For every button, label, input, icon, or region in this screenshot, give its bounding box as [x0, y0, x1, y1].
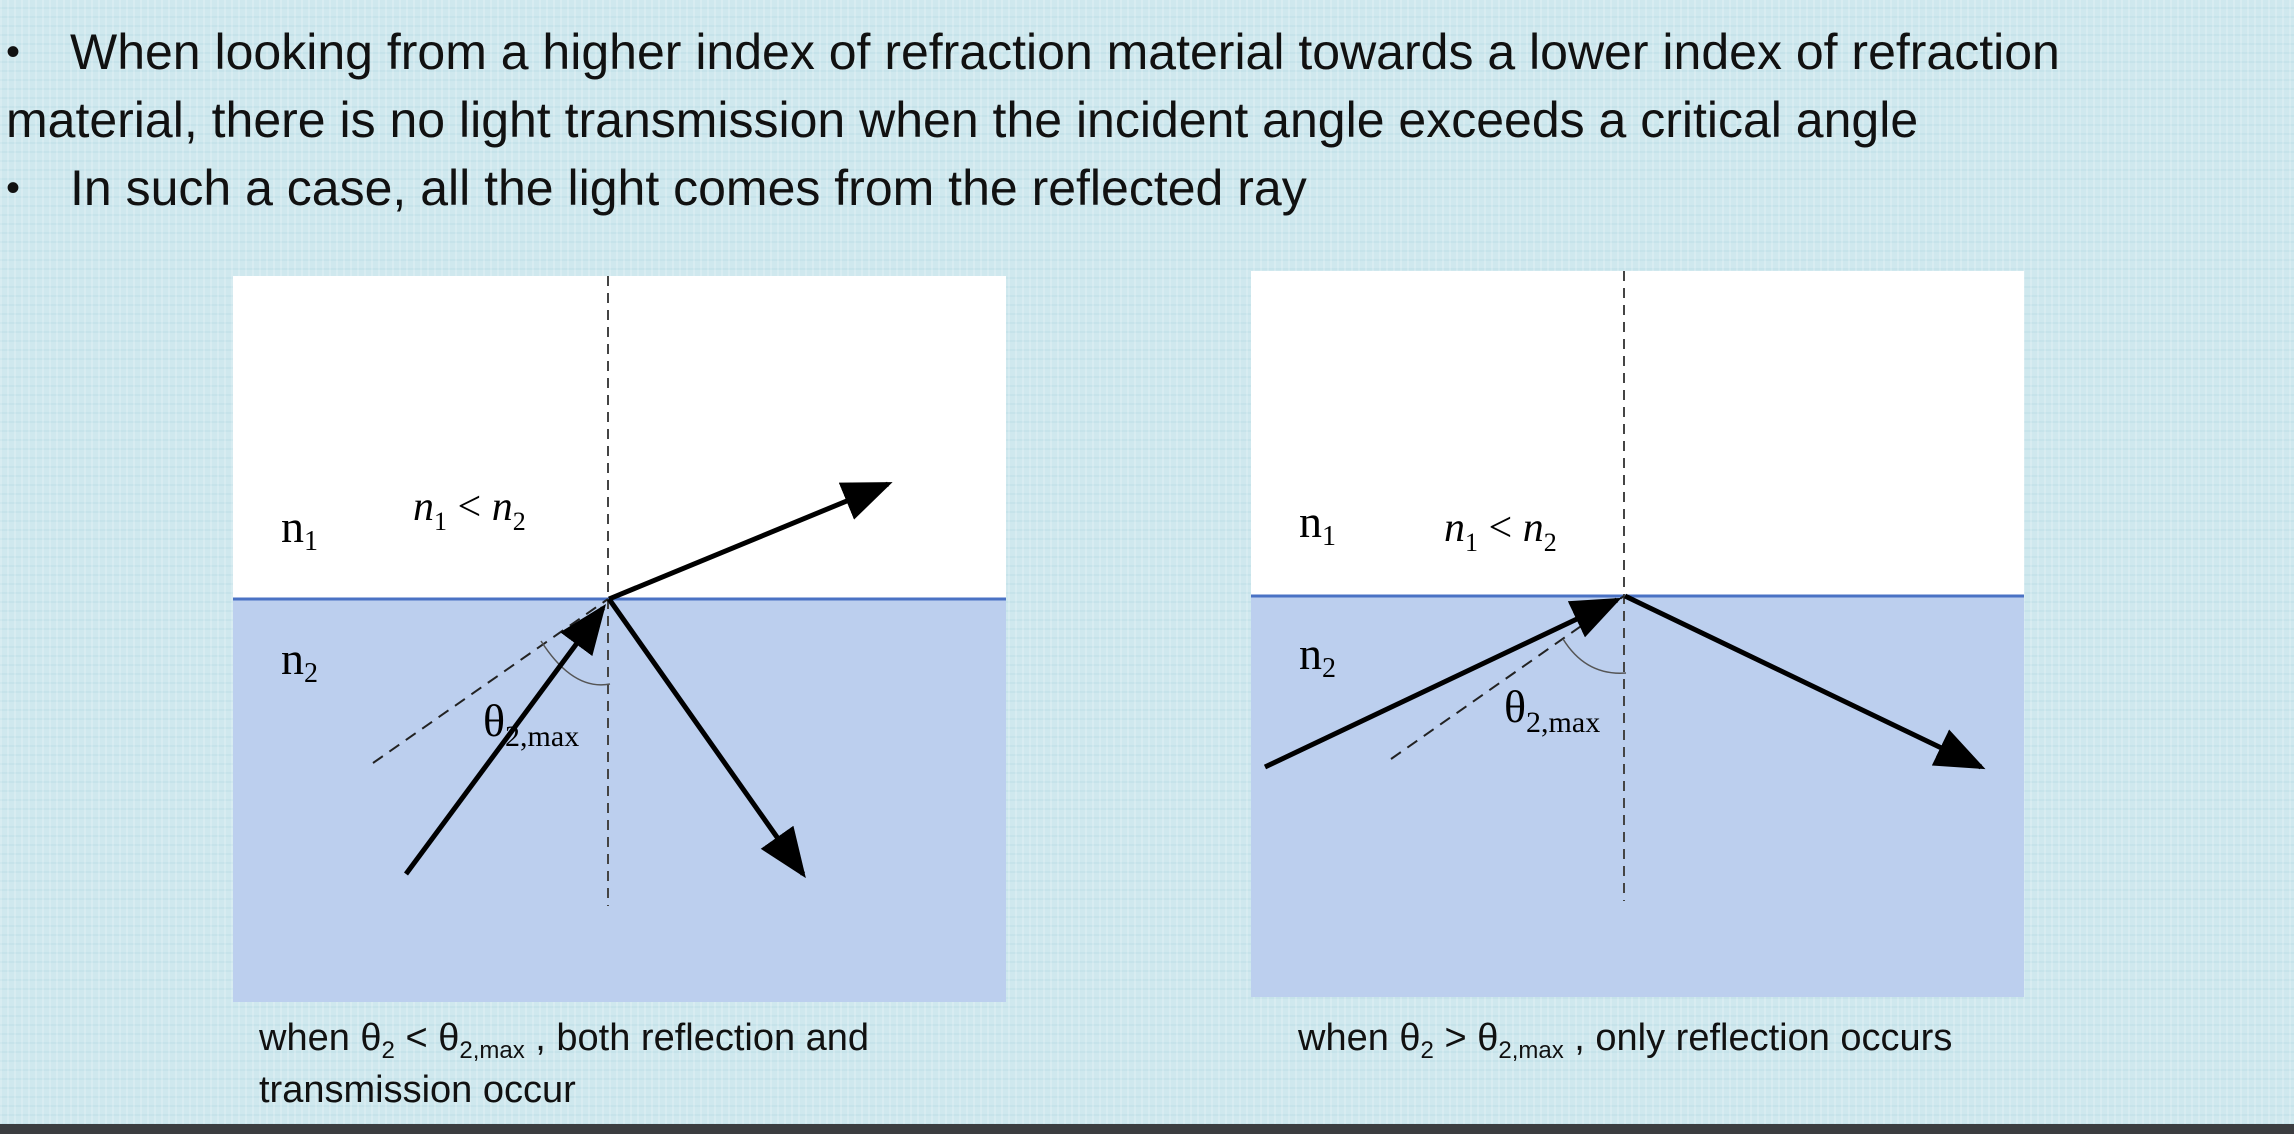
bottom-bar: [0, 1124, 2294, 1134]
critical-angle-line: [372, 598, 609, 764]
lower-medium: [1251, 596, 2024, 997]
index-relation: n1 < n2: [413, 484, 526, 536]
incident-ray: [403, 603, 606, 876]
transmitted-ray: [608, 481, 893, 602]
n2-label: n2: [281, 633, 318, 689]
angle-arc: [1562, 638, 1627, 674]
critical-angle-label: θ2,max: [483, 695, 579, 753]
bullet-marker: •: [6, 166, 21, 210]
diagram-right: n1 n2 n1 < n2 θ2,max: [1251, 271, 2024, 997]
n1-label: n1: [1299, 496, 1336, 552]
caption-left-line-2: transmission occur: [259, 1069, 576, 1111]
diagram-left: n1 n2 n1 < n2 θ2,max: [233, 276, 1006, 1002]
upper-medium: [233, 276, 1006, 599]
lower-medium: [233, 599, 1006, 1002]
critical-angle-label: θ2,max: [1504, 681, 1600, 739]
caption-left-line-1: when θ2 < θ2,max , both reflection and: [259, 1017, 870, 1064]
bullet-1-line-1: When looking from a higher index of refr…: [70, 24, 2060, 80]
critical-angle-line: [1390, 595, 1625, 760]
bullet-marker: •: [6, 30, 21, 74]
caption-right-line-1: when θ2 > θ2,max , only reflection occur…: [1298, 1017, 1953, 1064]
caption-left: when θ2 < θ2,max , both reflection and t…: [259, 1012, 869, 1116]
bullet-2-line-1: In such a case, all the light comes from…: [70, 160, 1307, 216]
angle-arc: [540, 640, 611, 686]
bullet-1-line-2: material, there is no light transmission…: [6, 92, 1919, 148]
n1-label: n1: [281, 501, 318, 557]
reflected-ray: [606, 597, 806, 879]
upper-medium: [1251, 271, 2024, 596]
incident-ray: [1263, 597, 1622, 770]
n2-label: n2: [1299, 628, 1336, 684]
index-relation: n1 < n2: [1444, 505, 1557, 557]
reflected-ray: [1623, 593, 1986, 770]
caption-right: when θ2 > θ2,max , only reflection occur…: [1298, 1012, 1952, 1064]
